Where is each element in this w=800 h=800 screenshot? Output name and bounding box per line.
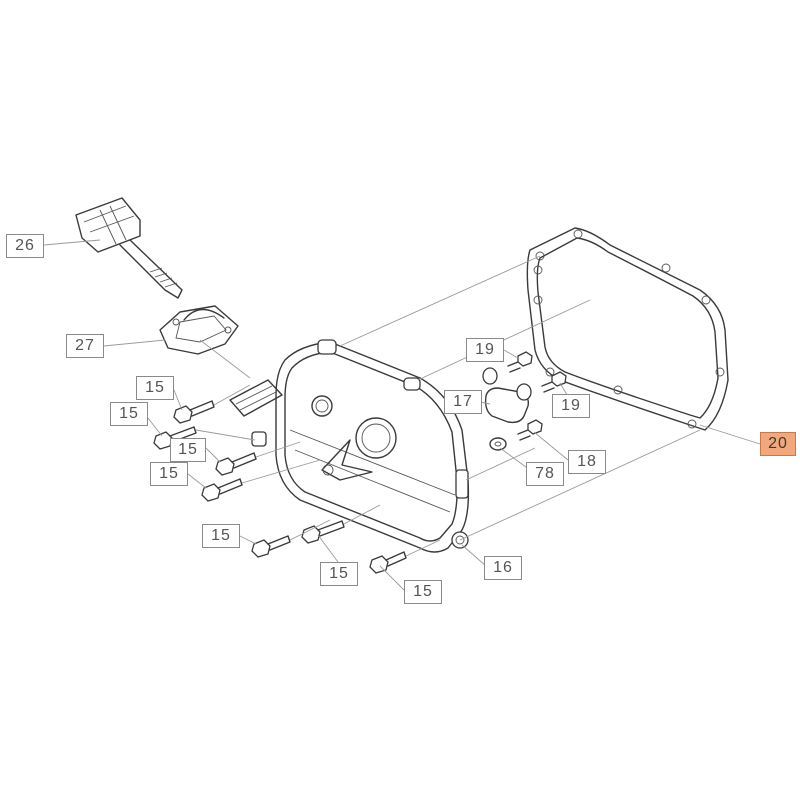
callout-15-e[interactable]: 15 xyxy=(202,524,240,548)
dipstick-part[interactable] xyxy=(75,197,183,299)
callout-18[interactable]: 18 xyxy=(568,450,606,474)
callout-16[interactable]: 16 xyxy=(484,556,522,580)
callout-19-a[interactable]: 19 xyxy=(466,338,504,362)
callout-leader-lines xyxy=(43,239,761,591)
callout-20-highlighted[interactable]: 20 xyxy=(760,432,796,456)
small-hardware-parts[interactable] xyxy=(482,351,567,451)
callout-15-c[interactable]: 15 xyxy=(170,438,206,462)
callout-19-b[interactable]: 19 xyxy=(552,394,590,418)
callout-15-g[interactable]: 15 xyxy=(404,580,442,604)
crankcase-cover-part[interactable] xyxy=(229,339,470,553)
gasket-part[interactable] xyxy=(526,227,729,431)
callout-26[interactable]: 26 xyxy=(6,234,44,258)
filler-neck-part[interactable] xyxy=(159,305,239,355)
bolt-set[interactable] xyxy=(153,400,407,574)
callout-15-d[interactable]: 15 xyxy=(150,462,188,486)
callout-15-f[interactable]: 15 xyxy=(320,562,358,586)
callout-15-a[interactable]: 15 xyxy=(136,376,174,400)
callout-15-b[interactable]: 15 xyxy=(110,402,148,426)
callout-78[interactable]: 78 xyxy=(526,462,564,486)
callout-27[interactable]: 27 xyxy=(66,334,104,358)
assembly-guide-lines xyxy=(195,255,701,557)
callout-17[interactable]: 17 xyxy=(444,390,482,414)
